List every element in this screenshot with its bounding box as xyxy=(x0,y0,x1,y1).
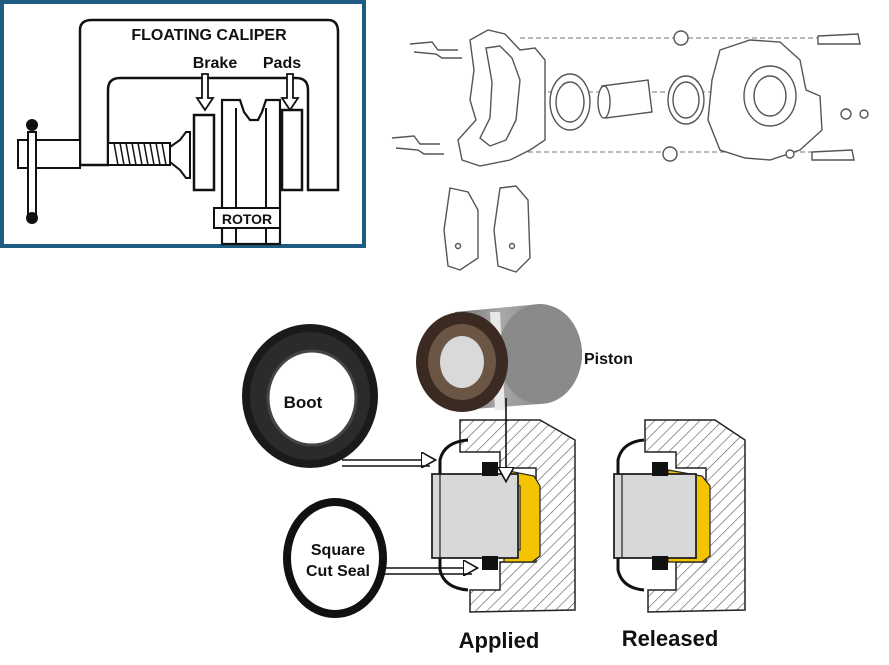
applied-cross-section xyxy=(431,419,576,613)
pads-label: Pads xyxy=(263,55,301,72)
boot-label: Boot xyxy=(284,393,323,412)
caliper-title: FLOATING CALIPER xyxy=(131,27,287,44)
piston-label: Piston xyxy=(584,351,633,368)
caliper-frame xyxy=(78,18,340,192)
exploded-caliper-view xyxy=(391,29,869,273)
rotor-label: ROTOR xyxy=(222,211,272,227)
pad-arrows xyxy=(195,73,300,112)
released-piston xyxy=(613,473,697,559)
applied-label: Applied xyxy=(459,628,540,653)
rotor xyxy=(213,98,282,246)
applied-piston xyxy=(431,473,519,559)
callout-arrows xyxy=(342,398,506,574)
piston-photo xyxy=(416,304,582,412)
exploded-pad-left xyxy=(443,187,479,271)
caliper-housing xyxy=(707,39,823,161)
exploded-pad-right xyxy=(493,185,531,273)
brake-label: Brake xyxy=(193,55,238,72)
brake-pad-left xyxy=(192,113,216,192)
square-cut-seal-photo xyxy=(283,498,387,618)
released-cross-section xyxy=(613,419,746,613)
boot-photo xyxy=(242,324,378,468)
seal-label-line1: Square xyxy=(311,542,365,559)
released-label: Released xyxy=(622,626,719,651)
floating-caliper-panel: FLOATING CALIPER Brake Pads ROTOR xyxy=(0,0,366,248)
seal-label-line2: Cut Seal xyxy=(306,563,370,580)
brake-pad-right xyxy=(280,108,304,192)
clamp-screw xyxy=(17,119,191,224)
caliper-bracket xyxy=(457,29,546,167)
